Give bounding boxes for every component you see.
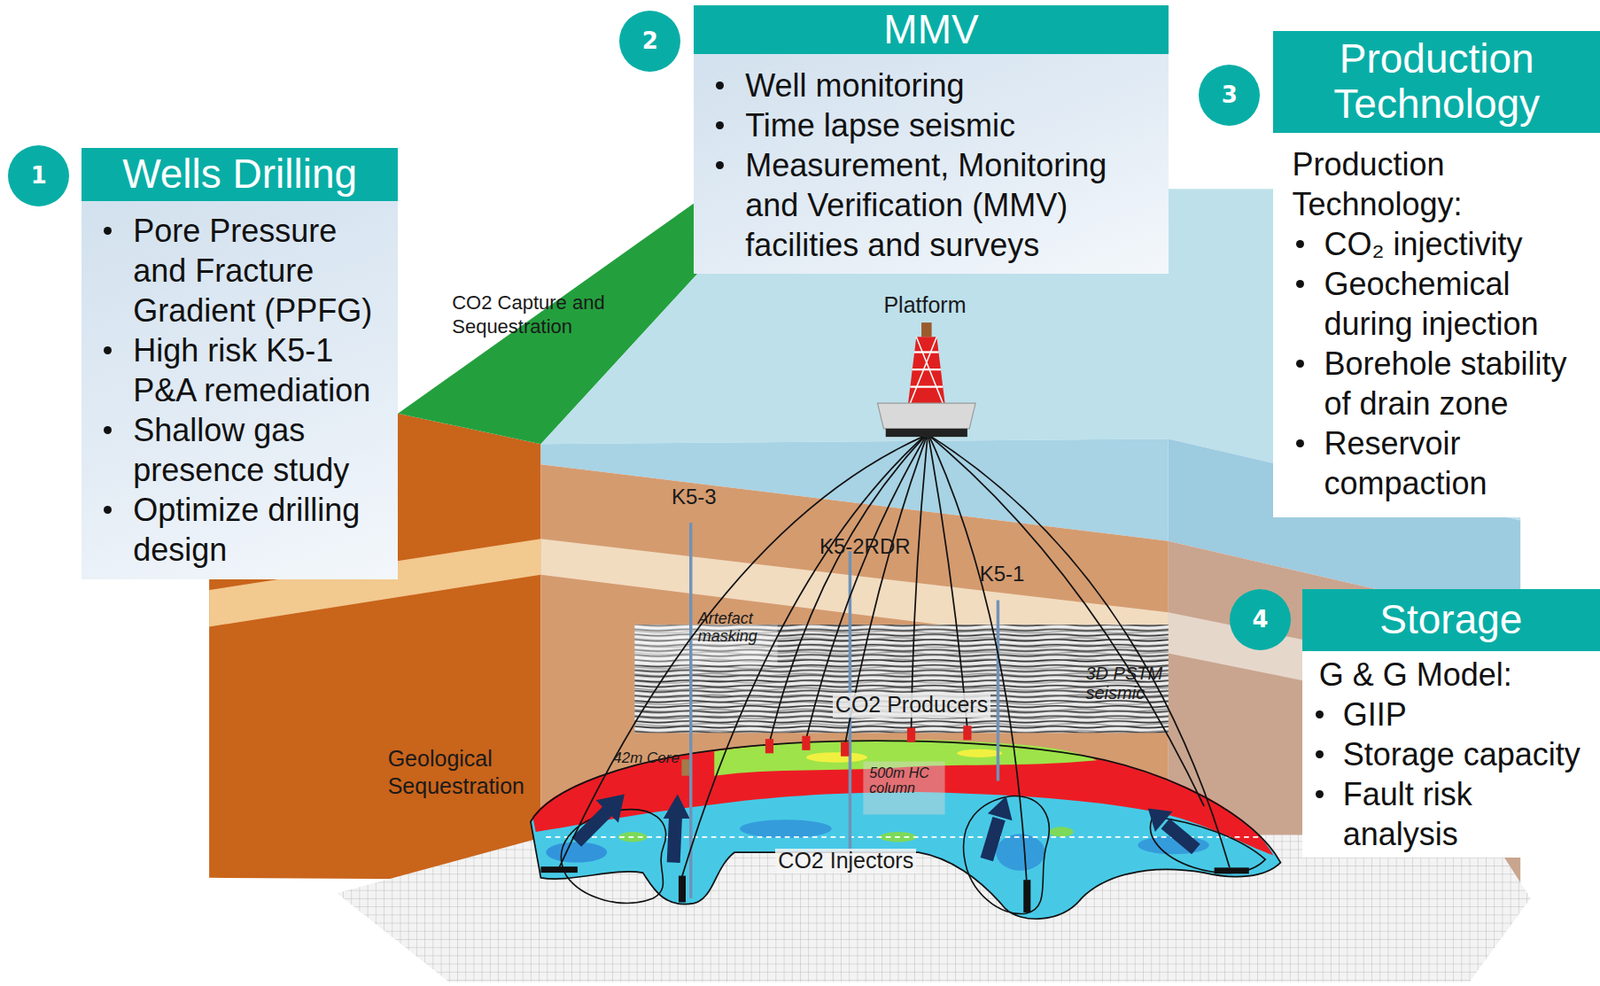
bullet-dot [1296, 359, 1305, 368]
bullet-dot [715, 121, 724, 130]
illustration-label: K5-2RDR [819, 535, 911, 559]
bullet-dot [103, 346, 112, 355]
panel-item: Reservoir compaction [1323, 423, 1581, 504]
callout-number: 2 [619, 10, 681, 72]
panel-text: Optimize drilling design [132, 489, 390, 570]
platform [877, 322, 977, 437]
illustration-label: CO2 Producers [832, 692, 991, 718]
panel-item: CO₂ injectivity [1323, 224, 1581, 265]
panel-heading: Production Technology [1278, 36, 1595, 128]
callout-number-text: 3 [1221, 83, 1238, 107]
panel-text: CO₂ injectivity [1323, 224, 1581, 265]
illustration-label: CO2 Capture and Sequestration [451, 291, 634, 339]
bullet-dot [715, 81, 724, 90]
callout-panel: Production TechnologyProduction Technolo… [1273, 31, 1600, 518]
panel-text: High risk K5-1 P&A remediation [132, 330, 390, 411]
panel-text: Shallow gas presence study [132, 410, 390, 490]
reservoir [530, 739, 1282, 919]
bullet-dot [1315, 790, 1324, 799]
panel-item: Time lapse seismic [745, 105, 1144, 146]
callout-number: 1 [7, 145, 70, 207]
callout-panel: MMVWell monitoringTime lapse seismicMeas… [693, 5, 1169, 274]
illustration-label: 3D PSTM seismic [1086, 663, 1171, 703]
panel-text: Production Technology: [1291, 144, 1585, 225]
panel-item: Measurement, Monitoring and Verification… [745, 145, 1144, 265]
panel-text: Pore Pressure and Fracture Gradient (PPF… [132, 210, 390, 331]
bullet-dot [103, 226, 112, 235]
panel-item: Geochemical during injection [1323, 264, 1581, 344]
panel-header: Production Technology [1273, 31, 1600, 133]
callout-panel: Wells DrillingPore Pressure and Fracture… [81, 147, 398, 580]
callout-number-text: 1 [31, 163, 47, 187]
illustration-label: Artefact masking [698, 610, 769, 646]
callout-number-text: 2 [642, 29, 659, 53]
bullet-dot [1296, 439, 1305, 448]
panel-item: Borehole stability of drain zone [1323, 343, 1581, 424]
panel-item: Fault risk analysis [1343, 774, 1574, 855]
illustration-label: CO2 Injectors [775, 848, 917, 874]
callout-panel: Storage G & G Model:GIIPStorage capacityF… [1302, 589, 1600, 858]
illustration-label: 500m HC column [869, 765, 936, 797]
illustration-label: K5-1 [979, 562, 1026, 586]
panel-text: Fault risk analysis [1343, 774, 1574, 855]
panel-item: GIIP [1343, 694, 1521, 735]
panel-text: Reservoir compaction [1323, 423, 1581, 504]
panel-item: Shallow gas presence study [132, 410, 390, 490]
panel-heading: MMV [883, 7, 979, 54]
bullet-dot [103, 426, 112, 435]
illustration-label: K5-3 [671, 485, 717, 509]
panel-text: Measurement, Monitoring and Verification… [745, 145, 1144, 265]
panel-body: Well monitoringTime lapse seismicMeasure… [693, 54, 1169, 274]
panel-text: Borehole stability of drain zone [1323, 343, 1581, 424]
callout-number: 4 [1229, 589, 1291, 651]
illustration-label: Platform [883, 293, 966, 319]
callout-number: 3 [1198, 64, 1260, 126]
bullet-dot [1315, 710, 1324, 719]
panel-text: Time lapse seismic [745, 105, 1144, 146]
bullet-dot [1296, 279, 1305, 288]
wells [540, 522, 1249, 913]
panel-heading: Wells Drilling [122, 151, 358, 198]
panel-body: G & G Model:GIIPStorage capacityFault ri… [1302, 651, 1600, 858]
panel-body: Pore Pressure and Fracture Gradient (PPF… [81, 201, 398, 580]
panel-item: Pore Pressure and Fracture Gradient (PPF… [132, 210, 390, 331]
well-trajectories [559, 436, 1230, 880]
bullet-dot [103, 505, 112, 514]
panel-heading: Storage [1379, 597, 1523, 644]
callout-number-text: 4 [1251, 607, 1268, 631]
producer-markers [765, 725, 972, 757]
bullet-dot [715, 161, 724, 170]
panel-text: Storage capacity [1343, 734, 1592, 775]
panel-text: Well monitoring [745, 65, 1144, 106]
panel-body: Production Technology:CO₂ injectivityGeo… [1273, 132, 1600, 518]
panel-header: Wells Drilling [81, 147, 398, 202]
panel-text: G & G Model: [1319, 654, 1585, 695]
panel-header: Storage [1302, 589, 1600, 652]
illustration-label: Geological Sequestration [388, 745, 539, 801]
panel-item: Production Technology: [1291, 144, 1585, 225]
panel-item: Optimize drilling design [132, 489, 390, 570]
panel-text: GIIP [1343, 694, 1521, 735]
panel-header: MMV [693, 5, 1169, 55]
panel-item: G & G Model: [1319, 654, 1585, 695]
panel-item: High risk K5-1 P&A remediation [132, 330, 390, 411]
bullet-dot [1296, 240, 1305, 249]
illustration-label: 42m Core [613, 750, 680, 768]
panel-item: Well monitoring [745, 65, 1144, 106]
panel-text: Geochemical during injection [1323, 264, 1581, 344]
panel-item: Storage capacity [1343, 734, 1592, 775]
bullet-dot [1315, 750, 1324, 759]
